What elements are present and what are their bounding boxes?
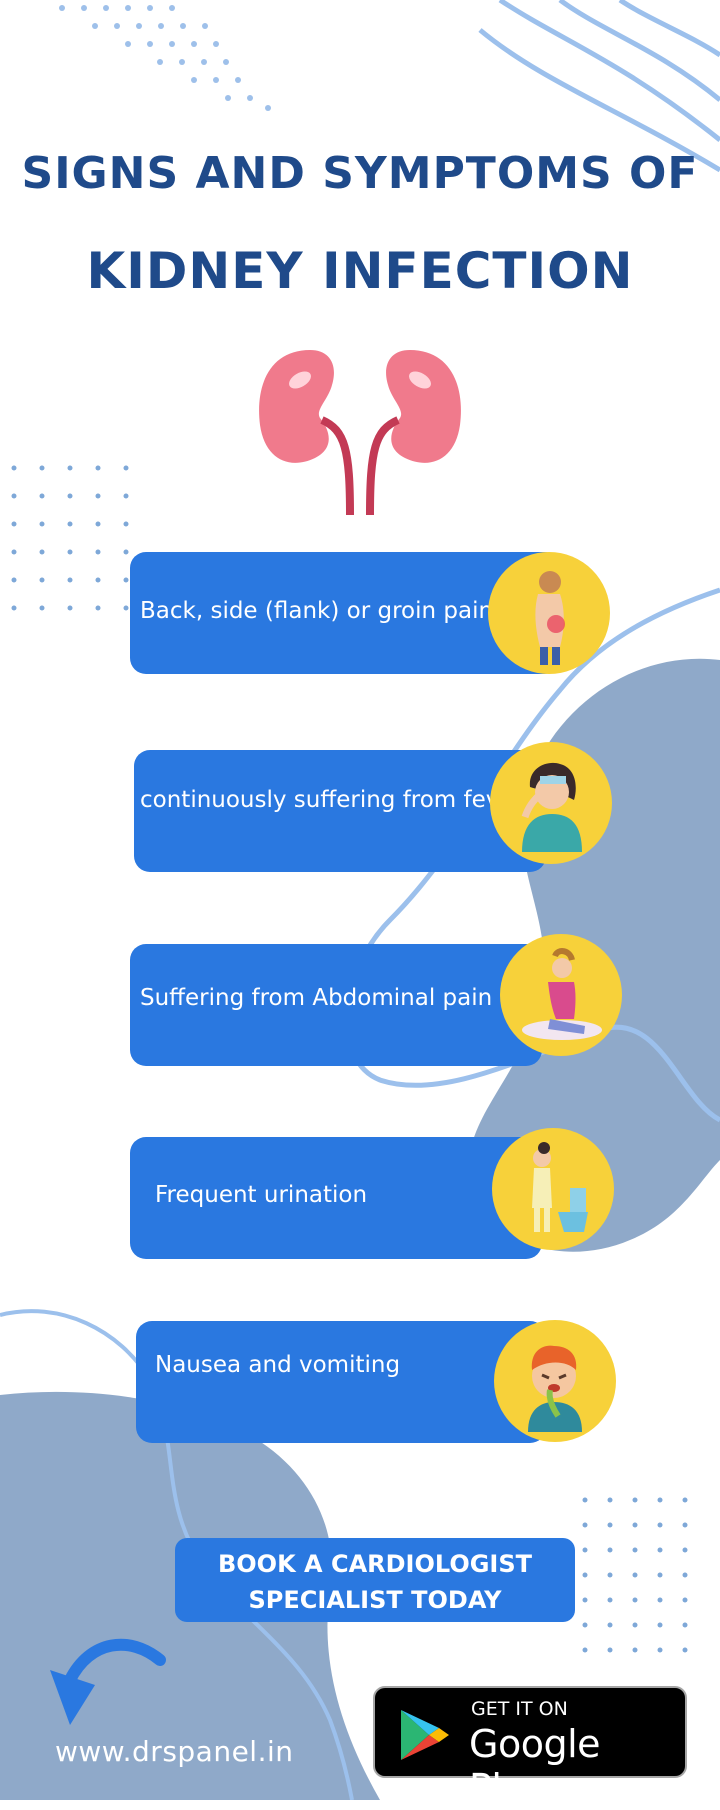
back-pain-woman-icon xyxy=(488,552,610,674)
symptom-label-1: Back, side (flank) or groin pain xyxy=(140,598,494,624)
symptom-card-2 xyxy=(134,750,546,872)
title-line-1: SIGNS AND SYMPTOMS OF xyxy=(21,148,699,199)
symptom-label-3: Suffering from Abdominal pain xyxy=(140,985,493,1011)
symptom-label-2: continuously suffering from fever xyxy=(140,787,523,813)
google-play-small-text: GET IT ON xyxy=(471,1698,568,1720)
book-specialist-button[interactable]: BOOK A CARDIOLOGIST SPECIALIST TODAY xyxy=(175,1538,575,1622)
google-play-icon xyxy=(401,1710,449,1760)
symptom-card-4 xyxy=(130,1137,542,1259)
curved-arrow-icon xyxy=(50,1638,166,1725)
bottom-right-dot-grid xyxy=(582,1497,688,1653)
kidneys-icon xyxy=(259,350,461,516)
cta-line-2: SPECIALIST TODAY xyxy=(248,1586,502,1614)
left-dot-grid xyxy=(11,465,129,611)
symptom-card-3 xyxy=(130,944,542,1066)
google-play-badge[interactable]: GET IT ON Google Play xyxy=(373,1686,687,1810)
title-line-2: KIDNEY INFECTION xyxy=(86,242,634,300)
fever-woman-icon xyxy=(490,742,612,864)
top-right-waves xyxy=(478,0,720,173)
symptom-label-5: Nausea and vomiting xyxy=(155,1352,401,1378)
nausea-boy-icon xyxy=(494,1320,616,1442)
cta-line-1: BOOK A CARDIOLOGIST xyxy=(217,1550,533,1578)
abdominal-pain-woman-icon xyxy=(500,934,622,1056)
symptom-card-5 xyxy=(136,1321,546,1443)
website-link[interactable]: www.drspanel.in xyxy=(55,1735,294,1768)
urination-toilet-icon xyxy=(492,1128,614,1250)
google-play-big-text: Google Play xyxy=(469,1722,601,1810)
symptom-label-4: Frequent urination xyxy=(155,1182,368,1208)
top-dot-pattern xyxy=(59,5,271,111)
